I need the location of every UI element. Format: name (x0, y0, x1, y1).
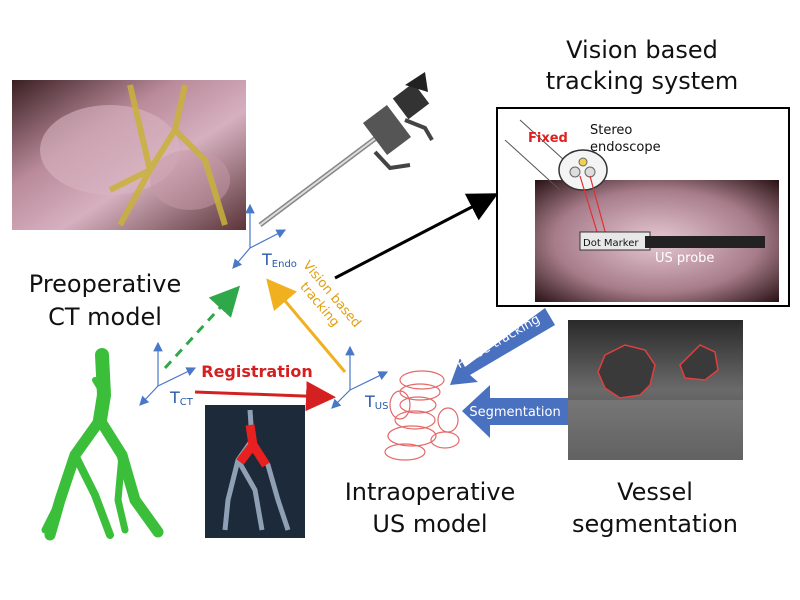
inset-us-probe-label: US probe (655, 251, 714, 266)
frame-endo-label: TEndo (261, 250, 297, 270)
vision-tracking-arrow (266, 278, 347, 373)
segmentation-arrow (462, 385, 568, 438)
probe-tracking-arrow (450, 308, 555, 385)
preop-endoscope-image (12, 80, 246, 230)
ct-to-endo-dashed-arrow (163, 285, 241, 370)
vision-system-title-line1: Vision based (566, 36, 718, 64)
preop-title-line1: Preoperative (29, 270, 181, 298)
preop-title-line2: CT model (48, 303, 162, 331)
frame-us-axes (331, 345, 389, 409)
registration-result-image (205, 405, 305, 538)
frame-endo-axes (232, 203, 287, 269)
inset-fixed-label: Fixed (528, 131, 568, 146)
endoscope-icon (258, 72, 434, 227)
probe-tracking-label: Probe tracking (454, 312, 543, 372)
vision-system-title-line2: tracking system (546, 67, 739, 95)
frame-ct-axes (139, 341, 197, 406)
inset-stereo-label-line1: Stereo (590, 123, 632, 138)
vessel-title-line1: Vessel (617, 478, 693, 506)
segmentation-label: Segmentation (469, 405, 560, 420)
tracking-system-inset: Fixed Stereo endoscope Dot Marker US pro… (496, 107, 790, 307)
intraop-title-line2: US model (372, 510, 487, 538)
registration-arrow (194, 381, 336, 412)
inset-dot-marker-label: Dot Marker (583, 238, 639, 249)
registration-label: Registration (201, 362, 312, 381)
ultrasound-image (568, 320, 743, 460)
frame-ct-label: TCT (169, 388, 194, 408)
intraop-title-line1: Intraoperative (345, 478, 516, 506)
frame-us-label: TUS (364, 392, 388, 412)
ct-vessel-tree (41, 348, 164, 541)
us-model-pointcloud (384, 370, 460, 461)
inset-stereo-label-line2: endoscope (590, 140, 661, 155)
endo-to-inset-arrow (334, 193, 499, 280)
vessel-title-line2: segmentation (572, 510, 738, 538)
